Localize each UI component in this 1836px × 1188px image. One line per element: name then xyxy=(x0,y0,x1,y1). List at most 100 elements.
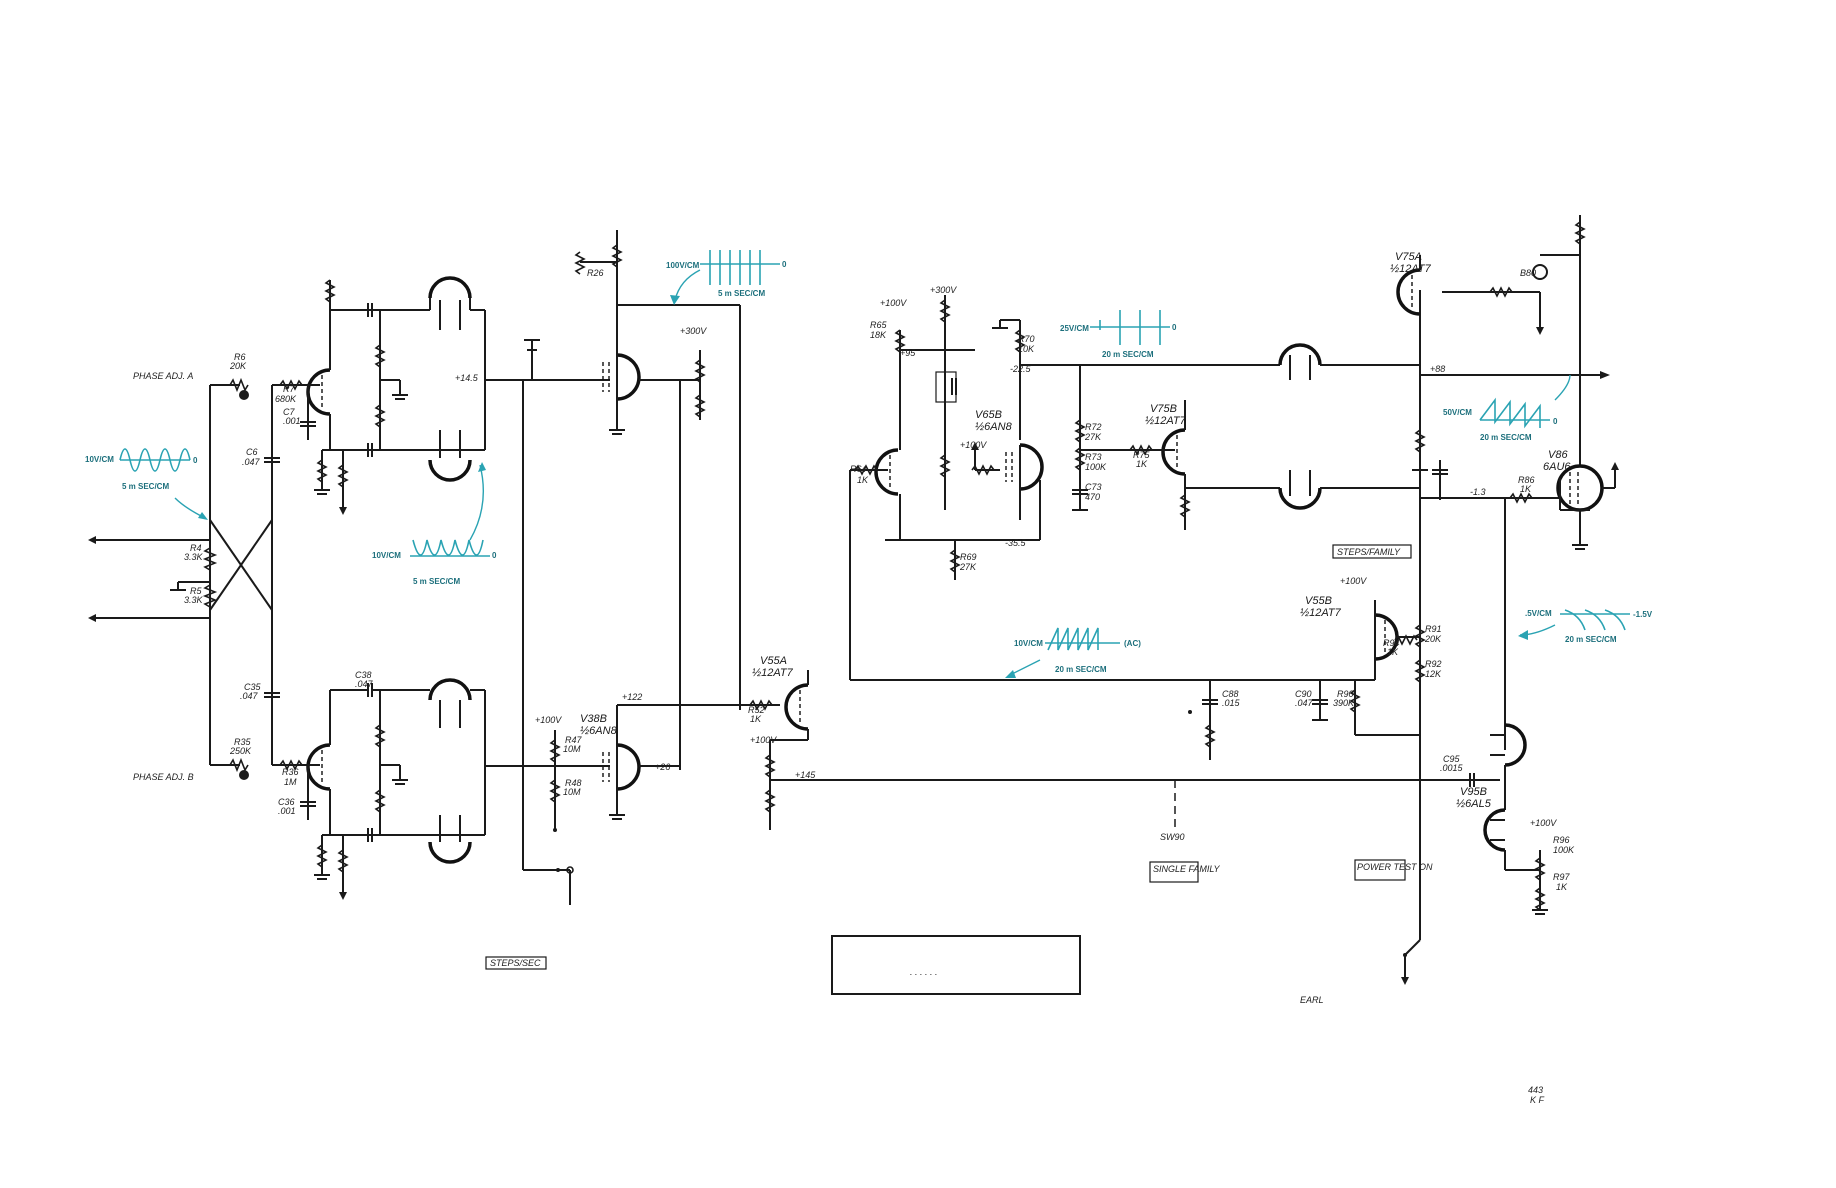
label-v55b-type: ½12AT7 xyxy=(1300,607,1342,619)
label-single-family[interactable]: SINGLE FAMILY xyxy=(1153,864,1221,874)
voltage-minus-1-3: -1.3 xyxy=(1470,487,1486,497)
label-v75b: V75B xyxy=(1150,403,1177,415)
tube-upper-left xyxy=(272,279,480,515)
label-c90-value: .047 xyxy=(1295,698,1314,708)
diodes-mid xyxy=(1185,343,1420,510)
label-r97-value: 1K xyxy=(1556,882,1568,892)
label-v65b: V65B xyxy=(975,409,1002,421)
label-r7: R7 xyxy=(283,384,295,394)
label-r72: R72 xyxy=(1085,422,1102,432)
label-phase-adj-b: PHASE ADJ. B xyxy=(133,772,194,782)
single-family-box xyxy=(1149,861,1199,883)
scope1-zero: 0 xyxy=(193,456,198,465)
label-r69-value: 27K xyxy=(959,562,977,572)
scope7-minus-1-5: -1.5V xyxy=(1633,610,1653,619)
label-r73: R73 xyxy=(1085,452,1102,462)
v75b-section xyxy=(1160,400,1191,530)
right-upper-section xyxy=(1396,215,1619,940)
title-block-text: . . . . . . xyxy=(910,967,938,977)
label-steps-family[interactable]: STEPS/FAMILY xyxy=(1337,547,1401,557)
label-power-test-on[interactable]: POWER TEST ON xyxy=(1357,862,1433,872)
label-v86-type: 6AU6 xyxy=(1543,461,1571,473)
voltage-plus-122: +122 xyxy=(622,692,642,702)
label-steps-sec[interactable]: STEPS/SEC xyxy=(490,958,541,968)
label-v38b-type: ½6AN8 xyxy=(580,725,618,737)
input-network xyxy=(88,377,280,780)
scope-trace-1 xyxy=(119,448,208,520)
label-r92: R92 xyxy=(1425,659,1442,669)
scope1-volts: 10V/CM xyxy=(85,455,114,464)
scope6-time: 20 m SEC/CM xyxy=(1055,665,1107,674)
scope5-time: 20 m SEC/CM xyxy=(1480,433,1532,442)
label-c38: C38 xyxy=(355,670,372,680)
label-v38b: V38B xyxy=(580,713,607,725)
scope-trace-5 xyxy=(1479,374,1571,429)
label-r86: R86 xyxy=(1518,475,1535,485)
label-r70: R70 xyxy=(1018,334,1035,344)
power-test-on-box xyxy=(1354,859,1406,881)
label-c95: C95 xyxy=(1443,754,1461,764)
label-c35-value: .047 xyxy=(240,691,259,701)
label-c36-value: .001 xyxy=(278,806,296,816)
voltage-plus-100-d: +100V xyxy=(960,440,987,450)
label-r65-value: 18K xyxy=(870,330,887,340)
scope-trace-6 xyxy=(1005,627,1120,678)
label-r86-value: 1K xyxy=(1520,484,1532,494)
scope-trace-7 xyxy=(1518,609,1630,640)
diode-pair-upper xyxy=(360,276,610,482)
v55b-section xyxy=(1188,600,1426,985)
label-r69: R69 xyxy=(960,552,977,562)
v55a-section xyxy=(740,670,1470,830)
label-r96-value: 100K xyxy=(1553,845,1575,855)
scope4-time: 20 m SEC/CM xyxy=(1102,350,1154,359)
scope5-volts: 50V/CM xyxy=(1443,408,1472,417)
voltage-plus-100-f: +100V xyxy=(1530,818,1557,828)
label-c90: C90 xyxy=(1295,689,1312,699)
label-r64-value: 1K xyxy=(857,475,869,485)
label-r6: R6 xyxy=(234,352,246,362)
label-r26: R26 xyxy=(587,268,604,278)
label-c38-value: .047 xyxy=(355,679,374,689)
v38-section xyxy=(522,230,741,905)
label-r35: R35 xyxy=(234,737,252,747)
voltage-plus-95: +95 xyxy=(900,348,916,358)
label-r96: R96 xyxy=(1553,835,1570,845)
scope-trace-2 xyxy=(410,462,490,557)
voltage-plus-300: +300V xyxy=(680,326,707,336)
steps-family-box xyxy=(1332,544,1412,559)
label-phase-adj-a: PHASE ADJ. A xyxy=(133,371,193,381)
label-v75a-type: ½12AT7 xyxy=(1390,263,1432,275)
scope6-ac: (AC) xyxy=(1124,639,1141,648)
voltage-plus-26: +26 xyxy=(655,762,670,772)
label-r73-value: 100K xyxy=(1085,462,1107,472)
label-r7-value: 680K xyxy=(275,394,297,404)
scope1-time: 5 m SEC/CM xyxy=(122,482,169,491)
v65b-section xyxy=(849,295,1355,681)
label-b80: B80 xyxy=(1520,268,1536,278)
label-sw90: SW90 xyxy=(1160,832,1185,842)
label-r5-value: 3.3K xyxy=(184,595,204,605)
v95b-section xyxy=(1469,705,1548,915)
label-r92-value: 12K xyxy=(1425,669,1442,679)
label-r6-value: 20K xyxy=(229,361,247,371)
label-r90-value: 390K xyxy=(1333,698,1355,708)
label-r36-value: 1M xyxy=(284,777,297,787)
scope2-zero: 0 xyxy=(492,551,497,560)
label-r97: R97 xyxy=(1553,872,1571,882)
label-r75-value: 1K xyxy=(1136,459,1148,469)
label-r75: R75 xyxy=(1133,450,1151,460)
steps-sec-box xyxy=(485,956,547,970)
label-r64: R64 xyxy=(850,464,867,474)
label-r52: R52 xyxy=(748,705,765,715)
label-r65: R65 xyxy=(870,320,888,330)
label-r52-value: 1K xyxy=(750,714,762,724)
voltage-plus-100-a: +100V xyxy=(535,715,562,725)
label-r4-value: 3.3K xyxy=(184,552,204,562)
voltage-plus-145: +145 xyxy=(795,770,816,780)
label-c7-value: .001 xyxy=(283,416,301,426)
label-page-number: 443 xyxy=(1528,1085,1543,1095)
title-block xyxy=(831,935,1081,995)
label-r4: R4 xyxy=(190,543,202,553)
scope3-zero: 0 xyxy=(782,260,787,269)
